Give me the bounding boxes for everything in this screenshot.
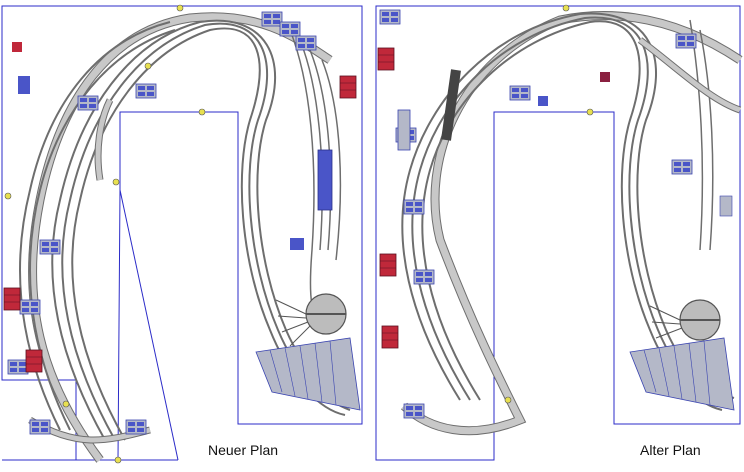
- turntable-right: [629, 299, 735, 411]
- caption-old-plan: Alter Plan: [640, 442, 701, 458]
- signals-left: [4, 4, 206, 464]
- plan-right: [375, 4, 743, 461]
- buildings-right: [377, 9, 733, 419]
- track-bands-left: [19, 12, 356, 463]
- signals-right: [504, 4, 594, 404]
- turntable-left: [255, 293, 361, 411]
- room-outline-right: [375, 5, 741, 461]
- plan-left: [1, 4, 363, 464]
- room-outline-left: [1, 5, 363, 461]
- buildings-left: [3, 11, 357, 435]
- caption-new-plan: Neuer Plan: [208, 442, 279, 458]
- track-bands-right: [400, 11, 743, 436]
